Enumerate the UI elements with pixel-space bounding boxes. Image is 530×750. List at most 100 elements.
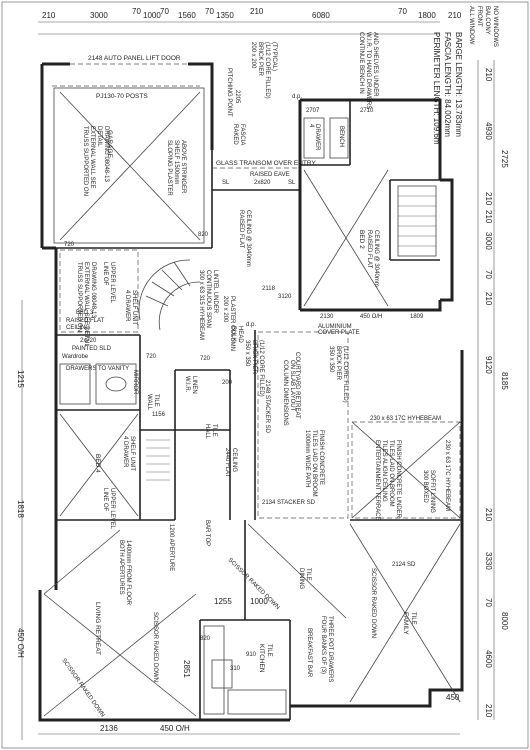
svg-text:RAKED: RAKED	[232, 124, 238, 145]
svg-text:SHELF UNIT: SHELF UNIT	[131, 290, 137, 325]
top-dim: 1800	[418, 11, 436, 20]
svg-text:PAINTED SLD: PAINTED SLD	[72, 346, 112, 352]
living-retreat: LIVING RETREAT BOTH APERTURES 1400mm FRO…	[43, 524, 197, 719]
svg-text:UPPER LEVEL: UPPER LEVEL	[109, 488, 115, 530]
garage-door-label: 2148 AUTO PANEL LIFT DOOR	[88, 55, 181, 62]
pj-posts-label: PJ130-70 POSTS	[96, 93, 148, 100]
svg-text:1400mm FROM FLOOR: 1400mm FROM FLOOR	[125, 540, 131, 606]
svg-text:2710: 2710	[360, 108, 374, 114]
svg-text:300 x 63 315 HYHEBEAM: 300 x 63 315 HYHEBEAM	[198, 270, 204, 340]
svg-text:NO WINDOWS: NO WINDOWS	[492, 6, 498, 47]
svg-text:LINEN: LINEN	[191, 376, 197, 394]
svg-text:200 x 200: 200 x 200	[250, 42, 256, 69]
svg-text:TRUSS SUPPORTED ON: TRUSS SUPPORTED ON	[76, 262, 82, 332]
svg-text:2148 STACKER SD: 2148 STACKER SD	[264, 380, 270, 434]
svg-text:THREE POT DRAWERS: THREE POT DRAWERS	[327, 616, 333, 682]
right-dim: 210	[484, 210, 493, 224]
svg-text:4: 4	[308, 124, 314, 128]
stacker-label: 2124 SD	[392, 562, 416, 568]
right-dim: 70	[484, 270, 493, 279]
family: FAMILY TILE SCISSOR RAKED DOWN	[349, 523, 461, 703]
right-dim: 210	[484, 192, 493, 206]
right-dim: 8185	[500, 372, 509, 390]
right-dim: 210	[484, 704, 493, 718]
svg-text:2118: 2118	[262, 286, 276, 292]
svg-text:FINISH CONCRETE: FINISH CONCRETE	[318, 430, 324, 485]
bottom-dimension-line: 2136 450 O/H 2851 450	[38, 660, 460, 735]
svg-text:TILE: TILE	[305, 568, 311, 581]
svg-text:DRAWING 08048-13: DRAWING 08048-13	[103, 126, 109, 182]
svg-text:COVER PLATE: COVER PLATE	[318, 330, 360, 336]
svg-text:350 x 350: 350 x 350	[328, 346, 334, 373]
kitchen: KITCHEN TILE BREAKFAST BAR FOUR BANKS OF…	[203, 616, 333, 715]
svg-text:230 x 63 17C HYHEBEAM: 230 x 63 17C HYHEBEAM	[444, 440, 450, 511]
family-label: FAMILY	[402, 612, 409, 635]
left-dim: 1818	[16, 500, 25, 518]
svg-text:FRONT: FRONT	[476, 6, 482, 27]
top-dim: 1000	[143, 11, 161, 20]
top-dim: 1560	[178, 11, 196, 20]
svg-text:TILES LAID ON BROOM: TILES LAID ON BROOM	[311, 430, 317, 497]
top-dim: 70	[205, 7, 214, 16]
left-dimension-line: 1215 1818 450 O/H	[16, 300, 25, 740]
svg-text:310: 310	[230, 666, 241, 672]
svg-text:CEILING: CEILING	[231, 448, 237, 472]
garage: 2148 AUTO PANEL LIFT DOOR PJ130-70 POSTS…	[52, 55, 205, 244]
wir-bench-note: CONTINUE BENCH IN W.I.R. TO HANG DRAWERS…	[358, 32, 378, 109]
left-dim: 450 O/H	[16, 628, 25, 658]
svg-text:1809: 1809	[410, 314, 424, 320]
right-dim: 3330	[484, 552, 493, 570]
pitching-point: PITCHING POINT	[226, 68, 232, 117]
right-dim: 8000	[500, 612, 509, 630]
svg-text:820: 820	[198, 232, 209, 238]
dp-label: d.p.	[246, 322, 256, 328]
top-dimension-line: 210 3000 70 1000 70 1560 70 1350 210 608…	[38, 7, 462, 35]
svg-text:BREAKFAST BAR: BREAKFAST BAR	[306, 628, 312, 678]
svg-text:BRICK PIER: BRICK PIER	[335, 346, 341, 381]
kitchen-label: KITCHEN	[258, 644, 265, 673]
right-dim: 70	[484, 598, 493, 607]
bed-2: BED 2 RAISED FLAT CEILING @ 3040mm 2130 …	[303, 169, 424, 320]
svg-text:ON SLAB LAYOUT: ON SLAB LAYOUT	[289, 360, 295, 412]
staircase: 300 x 63 315 HYHEBEAM CONTINUOUS SPAN LI…	[138, 259, 243, 351]
svg-text:2x820: 2x820	[254, 180, 271, 186]
aluminium-label: ALUMINIUM	[318, 324, 352, 330]
svg-text:SCISSOR RAKED DOWN: SCISSOR RAKED DOWN	[152, 612, 158, 682]
svg-text:FINISH CONCRETE UNDER: FINISH CONCRETE UNDER	[395, 440, 401, 519]
entry: GLASS TRANSOM OVER ENTRY RAISED EAVE 2x8…	[212, 94, 316, 328]
right-dimension-line: 210 4930 210 2725 210 3000 70 210 9120 8…	[477, 60, 509, 720]
svg-text:ENTERTAINMENT TERRACE: ENTERTAINMENT TERRACE	[374, 440, 380, 521]
svg-text:CONTINUOUS SPAN: CONTINUOUS SPAN	[205, 270, 211, 328]
top-dim: 210	[448, 11, 462, 20]
svg-text:BRICK PIER: BRICK PIER	[251, 340, 257, 375]
svg-text:FASCIA: FASCIA	[239, 124, 245, 145]
svg-text:BULK: BULK	[230, 326, 236, 342]
svg-text:CONTINUE BENCH IN: CONTINUE BENCH IN	[358, 32, 364, 94]
svg-text:EXTERNAL WALL SEE: EXTERNAL WALL SEE	[89, 126, 95, 189]
courtyard: COURTYARD RETREAT COLUMN DIMENSIONS ON S…	[257, 324, 360, 519]
sl-label: SL	[288, 180, 296, 186]
top-dim: 3000	[90, 11, 108, 20]
dining-label: DINING	[298, 568, 304, 589]
svg-text:CEILING @ 3040mm: CEILING @ 3040mm	[373, 230, 379, 287]
svg-text:TILES LAID ON BROOM: TILES LAID ON BROOM	[388, 440, 394, 507]
vanity-label: DRAWERS TO VANITY	[66, 366, 129, 372]
misc-dimensions: 720 820 2205 2707 2710 2118 3120 720 200…	[64, 90, 374, 672]
svg-text:910: 910	[246, 652, 257, 658]
svg-text:4 DRAWER: 4 DRAWER	[122, 436, 128, 468]
svg-text:HALL: HALL	[204, 424, 210, 440]
svg-text:(TYPICAL): (TYPICAL)	[271, 42, 277, 71]
right-dim: 9120	[484, 356, 493, 374]
right-dim: 210	[484, 292, 493, 306]
svg-text:3120: 3120	[278, 294, 292, 300]
svg-text:TILE: TILE	[153, 394, 159, 407]
top-dim: 70	[132, 7, 141, 16]
svg-text:WALL: WALL	[146, 394, 152, 411]
svg-text:2130: 2130	[320, 314, 334, 320]
hall-area: W.I.R. LINEN 350 x 350 BRICK PIER (1/12 …	[146, 340, 264, 481]
svg-text:BOTH APERTURES: BOTH APERTURES	[118, 540, 124, 595]
svg-text:TILE: TILE	[266, 644, 272, 657]
svg-text:720: 720	[64, 242, 75, 248]
svg-text:FASCIA LENGTH: 84.002mm: FASCIA LENGTH: 84.002mm	[443, 32, 452, 137]
